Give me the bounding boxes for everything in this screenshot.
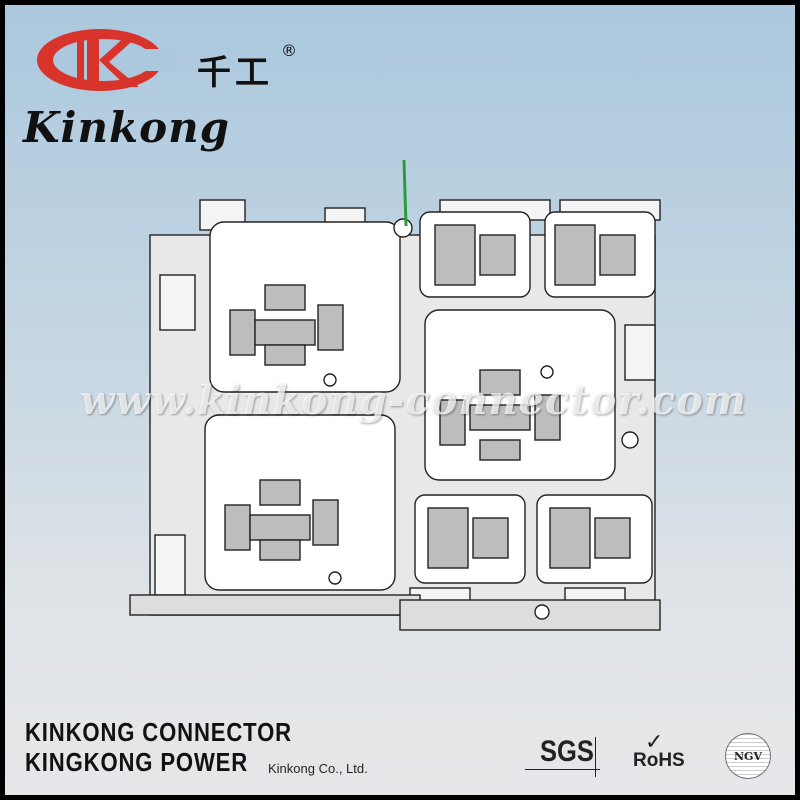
kinkong-script-logo: Kinkong — [23, 103, 231, 152]
ngv-label: NGV — [734, 749, 762, 763]
website-watermark: www.kinkong-connector.com — [80, 377, 748, 424]
product-image-frame: 千工 ® Kinkong — [5, 5, 795, 795]
sgs-divider — [595, 737, 596, 777]
rohs-check-icon: ✓ — [645, 730, 664, 755]
company-name-line2: KINGKONG POWER — [25, 747, 249, 777]
registered-mark: ® — [281, 41, 297, 60]
connector-housing-render — [129, 159, 661, 631]
sgs-underline — [525, 769, 600, 770]
company-legal-name: Kinkong Co., Ltd. — [268, 761, 368, 776]
sgs-certification-logo: SGS — [540, 735, 594, 768]
ngv-certification-logo: NGV — [725, 733, 771, 779]
chinese-brand-name: 千工 — [197, 53, 273, 93]
rohs-certification-logo: RoHS — [633, 750, 685, 771]
kinkong-logo-icon — [37, 29, 175, 91]
company-name-line1: KINKONG CONNECTOR — [25, 717, 292, 747]
